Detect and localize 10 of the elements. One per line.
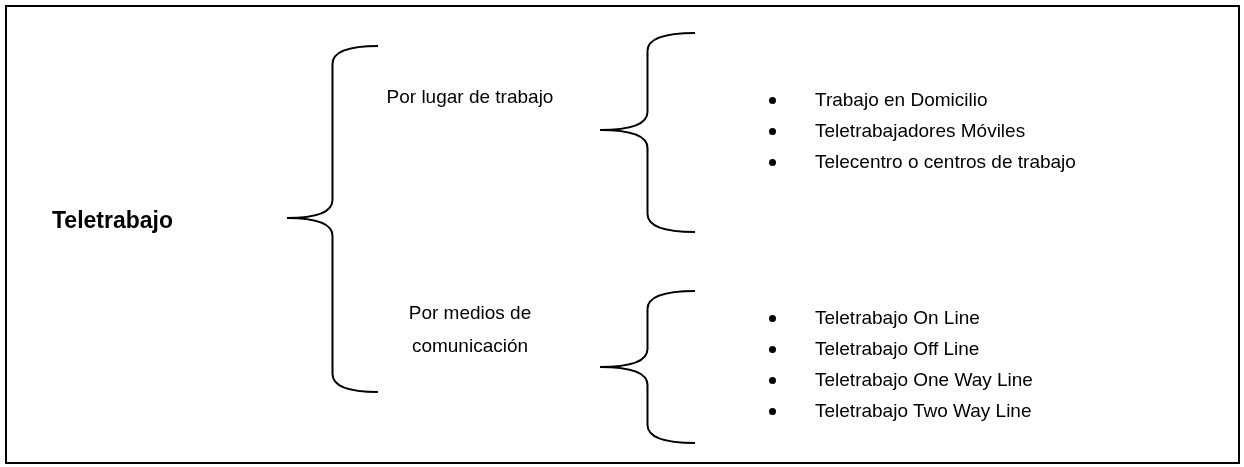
category-text: Por medios de comunicación	[407, 301, 533, 358]
list-item-text: Teletrabajo One Way Line	[815, 369, 1033, 391]
category-text: Por lugar de trabajo	[385, 85, 555, 109]
list-item-text: Telecentro o centros de trabajo	[815, 151, 1076, 173]
list-item-text: Trabajo en Domicilio	[815, 89, 988, 111]
list-item-text: Teletrabajo On Line	[815, 307, 980, 329]
list-item-text: Teletrabajadores Móviles	[815, 120, 1026, 142]
heading-text: Teletrabajo	[52, 207, 173, 234]
list-item-text: Teletrabajo Two Way Line	[815, 400, 1032, 422]
list-item-text: Teletrabajo Off Line	[815, 338, 980, 360]
